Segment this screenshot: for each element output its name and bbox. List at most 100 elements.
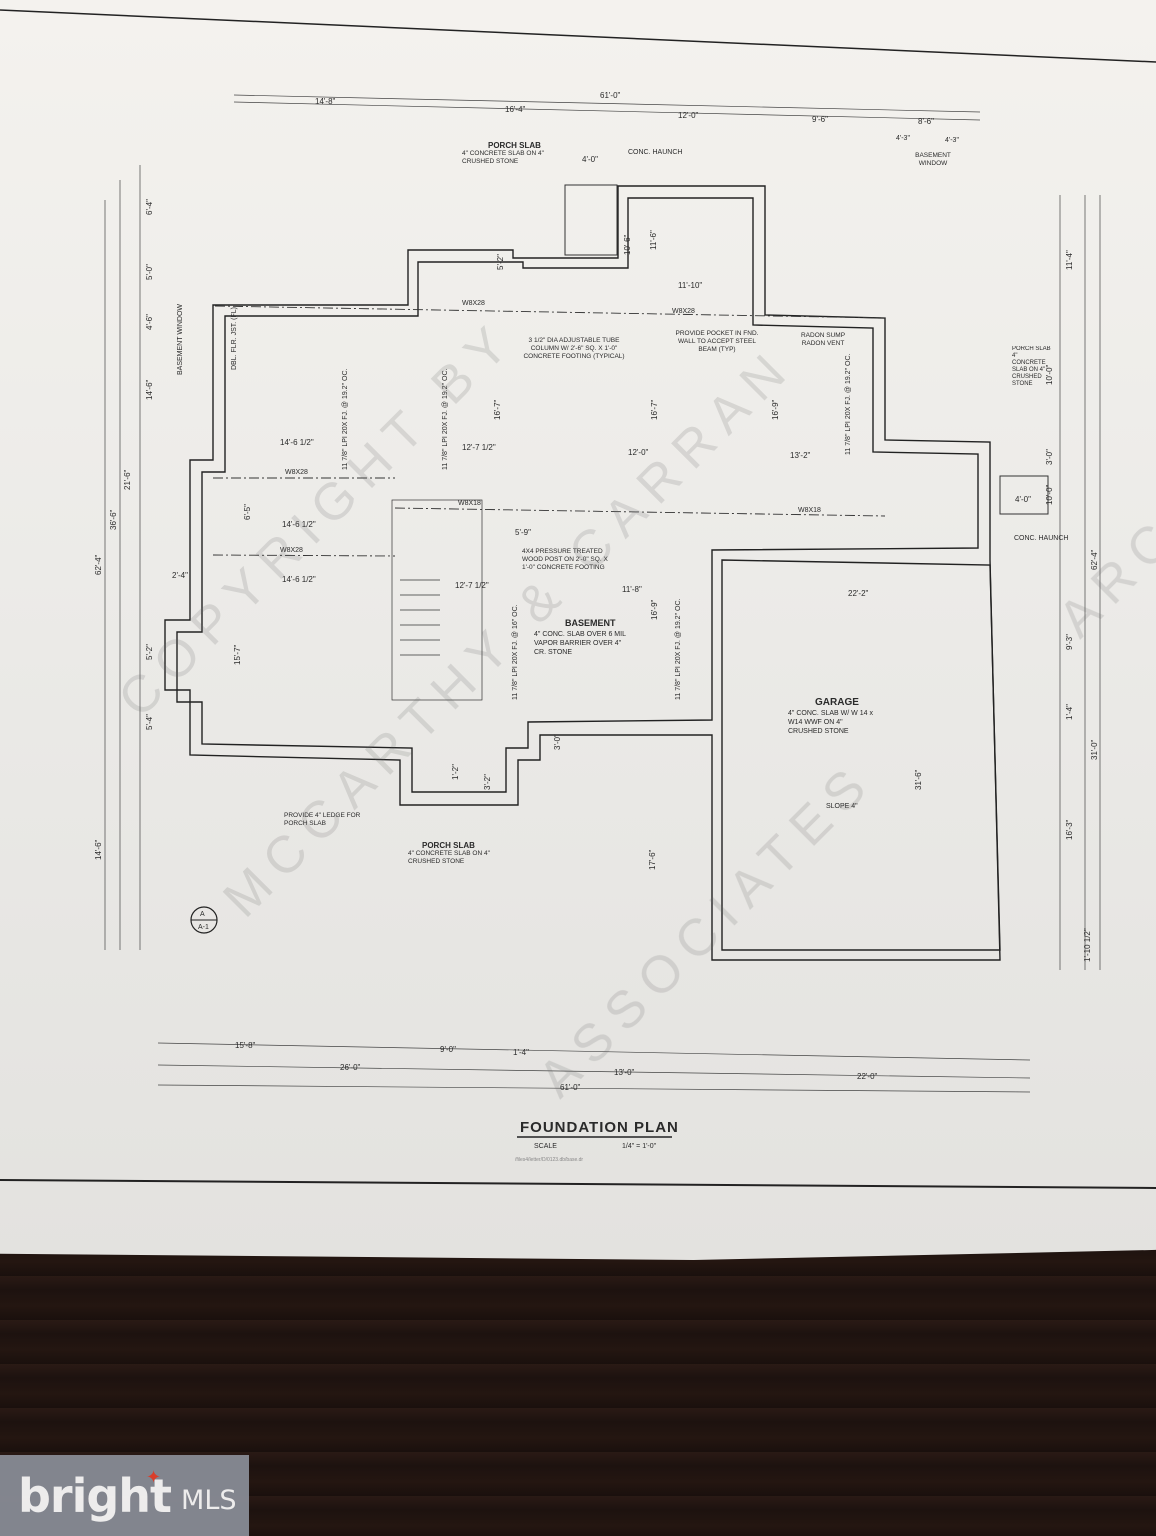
dim-right: 3'-0" [1045,449,1054,465]
dim-right: 1'-10 1/2" [1083,928,1092,962]
garage-note: 4" CONC. SLAB W/ W 14 x W14 WWF ON 4" CR… [788,710,873,735]
dim-inner: 11'-6" [649,230,658,250]
dim-left: 5'-4" [145,714,154,730]
wood-post-note: 4X4 PRESSURE TREATED WOOD POST ON 2'-0" … [522,548,608,571]
stairs [391,499,483,701]
dim-inner: 31'-6" [914,769,923,790]
foundation-wall [164,185,1001,961]
dim-right: 31'-0" [1090,739,1099,760]
dim-left: 5'-0" [145,264,154,280]
dim-inner: 4'-0" [1015,495,1031,504]
dim-inner: 14'-6 1/2" [282,520,316,529]
garage-label: GARAGE [815,697,859,708]
conc-haunch-top: CONC. HAUNCH [628,149,682,156]
dimension-lines [104,94,1101,1093]
dim-inner: 5'-9" [515,528,531,537]
drawing-title: FOUNDATION PLAN [520,1119,679,1136]
dim-inner: 3'-0" [553,734,562,750]
porch-top-note: 4" CONCRETE SLAB ON 4" CRUSHED STONE [462,150,544,165]
dim-top: 8'-6" [918,117,934,126]
ledge-note: PROVIDE 4" LEDGE FOR PORCH SLAB [284,812,361,827]
dim-inner: 16'-7" [493,399,502,420]
dim-top: 9'-6" [812,115,828,124]
porch-right-note: PORCH SLAB 4" CONCRETE SLAB ON 4" CRUSHE… [1012,346,1051,387]
dim-left: 14'-6" [94,839,103,860]
dim-inner: 14'-6 1/2" [280,438,314,447]
beam-label: W8X28 [285,469,308,476]
joist-label: 11 7/8" LPI 20X FJ. @ 16" OC. [512,604,519,700]
dim-top: 16'-4" [505,105,526,114]
beam-label: W8X18 [458,500,481,507]
porch-slabs [564,184,1049,515]
dims-right: 11'-4" 10'-0" 3'-0" 10'-0" 62'-4" 9'-3" … [1045,250,1099,962]
steel-pocket-note: PROVIDE POCKET IN FND. WALL TO ACCEPT ST… [675,330,759,353]
section-sheet: A-1 [198,924,209,931]
dims-left: 6'-4" 5'-0" 4'-6" 14'-6" 21'-6" 36'-6" 6… [94,199,188,860]
dim-top: 4'-3" [945,137,959,144]
border-top [0,9,1156,63]
beam-labels: W8X28 W8X18 W8X28 W8X18 W8X28 W8X28 [280,300,821,554]
dim-inner: 10'-6" [623,234,632,255]
dim-bottom: 9'-0" [440,1045,456,1054]
beam-label: W8X28 [672,308,695,315]
porch-top-label: PORCH SLAB [488,141,541,150]
basement-window-top: BASEMENT WINDOW [915,152,951,167]
mls-logo: bright ✦ MLS [0,1455,249,1536]
porch-bottom-note: 4" CONCRETE SLAB ON 4" CRUSHED STONE [408,850,490,865]
joist-label: 11 7/8" LPI 20X FJ. @ 19.2" OC. [845,354,852,455]
dim-inner: 16'-7" [650,399,659,420]
joist-label: 11 7/8" LPI 20X FJ. @ 19.2" OC. [442,369,449,470]
dim-bottom-overall: 61'-0" [560,1083,581,1092]
joist-label: 11 7/8" LPI 20X FJ. @ 19.2" OC. [675,599,682,700]
dim-inner: 6'-5" [243,504,252,520]
dim-right: 62'-4" [1090,549,1099,570]
dim-right: 10'-0" [1045,484,1054,505]
dim-inner: 11'-10" [678,281,702,290]
dim-left: 21'-6" [123,469,132,490]
dim-right: 1'-4" [1065,704,1074,720]
conc-haunch-right: CONC. HAUNCH [1014,535,1068,542]
dim-bottom: 22'-0" [857,1072,878,1081]
tube-column-note: 3 1/2" DIA ADJUSTABLE TUBE COLUMN W/ 2'-… [523,337,625,360]
dim-left: 2'-4" [172,571,188,580]
beam-label: W8X28 [280,547,303,554]
dim-bottom: 26'-0" [340,1063,361,1072]
dim-left: 5'-2" [145,644,154,660]
dim-left: 62'-4" [94,554,103,575]
steel-beams [212,305,886,557]
dim-left: 6'-4" [145,199,154,215]
basement-note-text: 4" CONC. SLAB OVER 6 MIL VAPOR BARRIER O… [534,631,626,656]
dims-inner: 14'-6 1/2" 12'-7 1/2" 12'-0" 13'-2" 14'-… [233,155,1031,870]
scale-value: 1/4" = 1'-0" [622,1143,657,1150]
border-bottom [0,1179,1156,1189]
dim-left: 14'-6" [145,379,154,400]
basement-window-left: BASEMENT WINDOW [177,304,184,375]
radon-note: RADON SUMP RADON VENT [800,332,846,347]
dim-inner: 5'-2" [496,254,505,270]
logo-star-icon: ✦ [146,1467,162,1487]
joist-label: 11 7/8" LPI 20X FJ. @ 19.2" OC. [342,369,349,470]
dim-inner: 4'-0" [582,155,598,164]
watermark-line: ASSOCIATES [527,750,885,1108]
dim-right: 11'-4" [1065,250,1074,270]
blueprint-sheet [0,0,1156,1260]
dim-top: 12'-0" [678,111,699,120]
dim-left: 36'-6" [109,509,118,530]
watermark-line: ARC [1047,504,1156,648]
dim-right: 10'-0" [1045,364,1054,385]
dim-inner: 17'-6" [648,849,657,870]
dim-bottom: 1'-4" [513,1048,529,1057]
logo-suffix: MLS [181,1485,237,1516]
dim-right: 16'-3" [1065,819,1074,840]
dim-inner: 16'-9" [771,399,780,420]
scale-label: SCALE [534,1143,557,1150]
dim-left: 4'-6" [145,314,154,330]
dim-top: 14'-8" [315,97,336,106]
dim-inner: 12'-7 1/2" [455,581,489,590]
logo-brand: bright [18,1468,172,1523]
watermark-line: MCCARTHY & CARRAN [212,336,805,929]
dim-inner: 12'-0" [628,448,649,457]
dim-inner: 22'-2" [848,589,869,598]
beam-label: W8X28 [462,300,485,307]
